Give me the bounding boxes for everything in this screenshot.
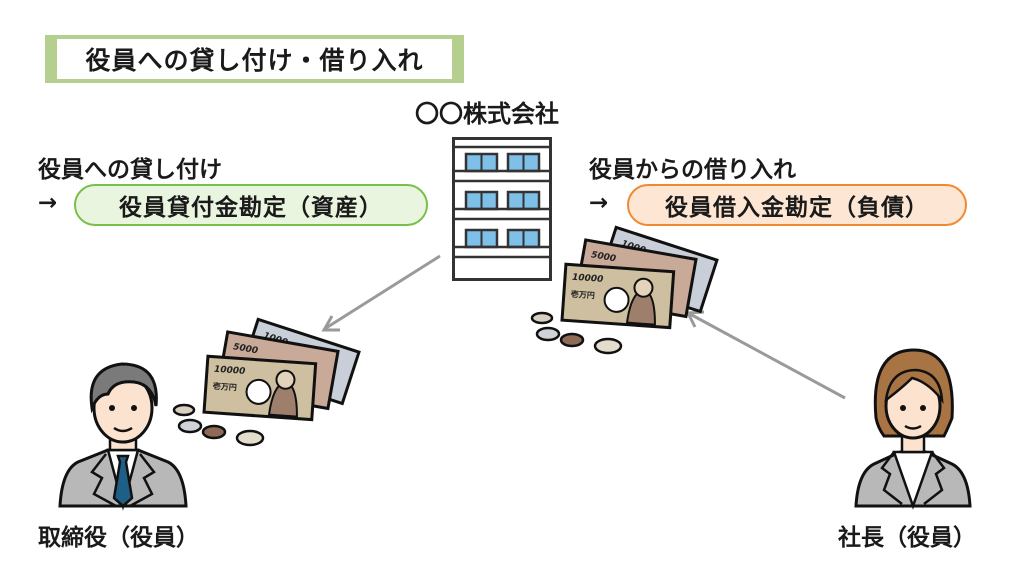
director-label: 取締役（役員） <box>38 525 199 551</box>
money-icon-right: 1000 5000 10000 壱万円 <box>530 225 719 355</box>
president-avatar-icon <box>854 348 972 510</box>
lending-arrow: → <box>38 190 58 216</box>
note-text-label: 壱万円 <box>571 289 596 301</box>
note-5000-label: 5000 <box>590 250 616 264</box>
borrowing-arrow: → <box>589 190 609 216</box>
asset-account-pill: 役員貸付金勘定（資産） <box>74 184 428 226</box>
building-icon <box>452 137 552 281</box>
director-avatar-icon <box>58 362 188 511</box>
note-5000-label: 5000 <box>232 342 258 356</box>
borrowing-heading: 役員からの借り入れ <box>589 157 796 183</box>
company-name: 〇〇株式会社 <box>415 100 559 128</box>
note-text-label: 壱万円 <box>213 381 238 393</box>
note-10000-label: 10000 <box>214 365 246 377</box>
page-title: 役員への貸し付け・借り入れ <box>57 39 452 79</box>
president-label: 社長（役員） <box>838 525 976 551</box>
liability-account-pill: 役員借入金勘定（負債） <box>627 184 967 226</box>
lending-heading: 役員への貸し付け <box>38 157 222 183</box>
money-icon-left: 1000 5000 10000 壱万円 <box>172 317 361 447</box>
note-10000-label: 10000 <box>572 273 604 285</box>
title-box: 役員への貸し付け・借り入れ <box>45 35 464 83</box>
